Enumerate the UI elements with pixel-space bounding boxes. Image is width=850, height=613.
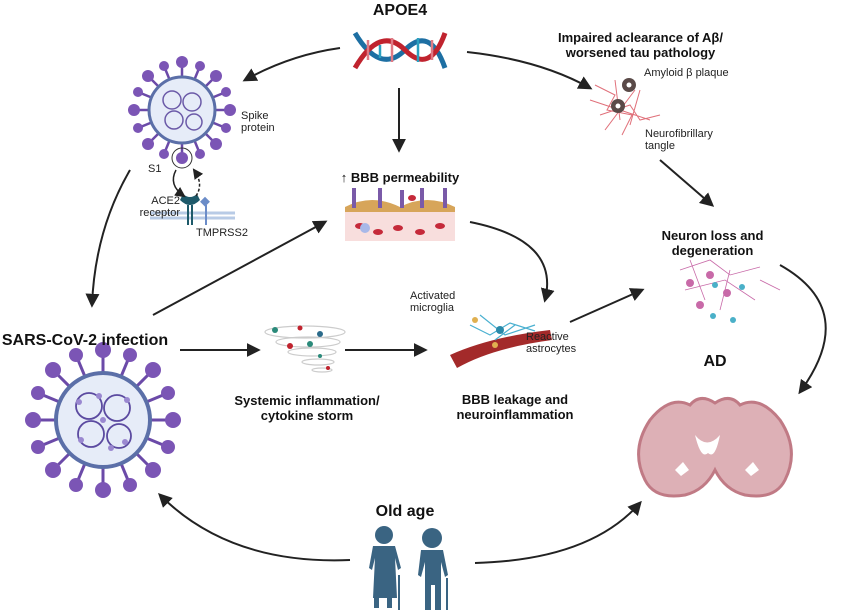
arrow-clearance-to-neuron	[659, 159, 715, 207]
sars-cov2-virus-icon	[25, 342, 181, 498]
apoe4-label: APOE4	[372, 2, 428, 19]
arrow-oldage-to-sars	[158, 493, 351, 562]
old-age-label: Old age	[375, 503, 435, 520]
ad-label: AD	[703, 353, 727, 370]
ace2-receptor-annotation: ACE2 receptor	[139, 195, 180, 219]
bbb-leakage-icon	[450, 314, 552, 368]
activated-microglia-annotation: Activated microglia	[410, 290, 456, 314]
systemic-inflammation-label: Systemic inflammation/ cytokine storm	[234, 393, 380, 423]
dna-helix-icon	[352, 31, 448, 70]
arrow-neuron-to-ad	[779, 264, 827, 395]
s1-annotation: S1	[148, 163, 162, 175]
bbb-tissue-icon	[345, 188, 455, 241]
amyloid-plaque-annotation: Amyloid β plaque	[644, 67, 729, 79]
arrow-leakage-to-neuron	[569, 288, 645, 323]
reactive-astrocytes-annotation: Reactive astrocytes	[526, 331, 577, 355]
sars-cov2-label: SARS-CoV-2 infection	[1, 332, 169, 349]
spike-virus-icon	[128, 56, 236, 169]
arrow-apoe4-to-spike	[242, 47, 341, 82]
spike-protein-annotation: Spike protein	[241, 110, 275, 134]
elderly-couple-icon	[369, 526, 448, 610]
neurons-icon	[679, 259, 781, 323]
neuron-loss-label: Neuron loss and degeneration	[661, 228, 764, 258]
ace2-receptor-icon	[150, 168, 235, 225]
arrow-spike-to-sars	[85, 169, 131, 308]
bbb-permeability-label: ↑ BBB permeability	[340, 170, 460, 185]
arrow-sars-to-bbb	[152, 220, 328, 316]
arrow-apoe4-to-clearance	[466, 51, 593, 90]
bbb-leakage-label: BBB leakage and neuroinflammation	[456, 392, 574, 422]
arrow-bbb-to-leakage	[469, 221, 555, 303]
arrow-oldage-to-ad	[474, 500, 642, 564]
impaired-clearance-label: Impaired aclearance of Aβ/ worsened tau …	[558, 30, 723, 60]
amyloid-tangle-icon	[589, 78, 661, 136]
tmprss2-annotation: TMPRSS2	[196, 227, 248, 239]
brain-coronal-icon	[637, 397, 793, 498]
neurofibrillary-tangle-annotation: Neurofibrillary tangle	[645, 128, 713, 152]
cytokine-storm-icon	[264, 325, 346, 373]
